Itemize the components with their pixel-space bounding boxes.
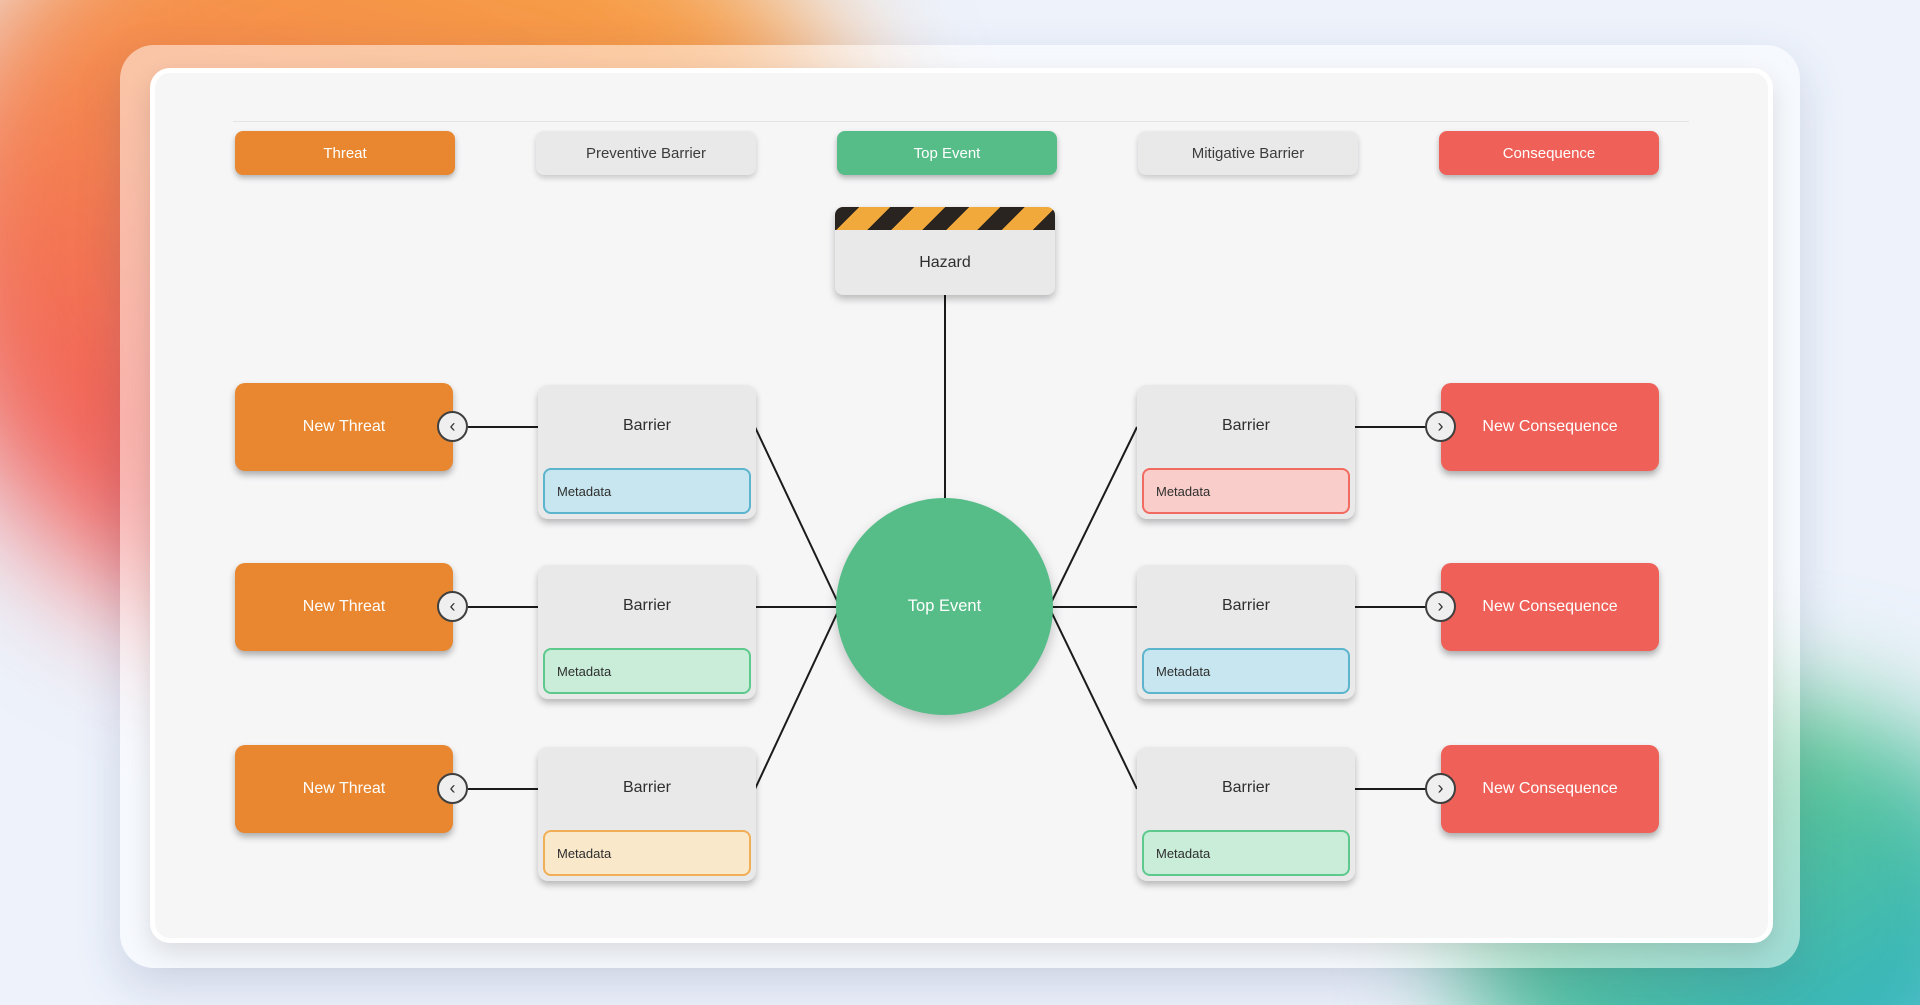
preventive-barrier-node-1[interactable]: Barrier Metadata xyxy=(538,385,756,519)
top-event-node[interactable]: Top Event xyxy=(836,498,1053,715)
consequence-node-3[interactable]: New Consequence xyxy=(1441,745,1659,833)
barrier-metadata[interactable]: Metadata xyxy=(1142,468,1350,514)
consequence-3-collapse-chevron[interactable]: › xyxy=(1425,773,1456,804)
barrier-metadata[interactable]: Metadata xyxy=(1142,830,1350,876)
legend-consequence-button[interactable]: Consequence xyxy=(1439,131,1659,175)
barrier-title: Barrier xyxy=(622,779,671,796)
legend-threat-button[interactable]: Threat xyxy=(235,131,455,175)
consequence-1-collapse-chevron[interactable]: › xyxy=(1425,411,1456,442)
threat-2-collapse-chevron[interactable]: ‹ xyxy=(437,591,468,622)
threat-node-3[interactable]: New Threat xyxy=(235,745,453,833)
preventive-barrier-node-3[interactable]: Barrier Metadata xyxy=(538,747,756,881)
hazard-stripe-icon xyxy=(835,207,1055,230)
threat-node-2[interactable]: New Threat xyxy=(235,563,453,651)
consequence-node-2[interactable]: New Consequence xyxy=(1441,563,1659,651)
barrier-title: Barrier xyxy=(1221,417,1270,434)
threat-node-1[interactable]: New Threat xyxy=(235,383,453,471)
barrier-metadata[interactable]: Metadata xyxy=(543,830,751,876)
barrier-title: Barrier xyxy=(622,597,671,614)
preventive-barrier-node-2[interactable]: Barrier Metadata xyxy=(538,565,756,699)
barrier-metadata[interactable]: Metadata xyxy=(1142,648,1350,694)
barrier-title: Barrier xyxy=(622,417,671,434)
threat-3-collapse-chevron[interactable]: ‹ xyxy=(437,773,468,804)
barrier-title: Barrier xyxy=(1221,597,1270,614)
barrier-metadata[interactable]: Metadata xyxy=(543,648,751,694)
legend-mitigative-barrier-button[interactable]: Mitigative Barrier xyxy=(1138,131,1358,175)
consequence-2-collapse-chevron[interactable]: › xyxy=(1425,591,1456,622)
mitigative-barrier-node-2[interactable]: Barrier Metadata xyxy=(1137,565,1355,699)
hazard-label: Hazard xyxy=(919,253,971,271)
mitigative-barrier-node-3[interactable]: Barrier Metadata xyxy=(1137,747,1355,881)
barrier-title: Barrier xyxy=(1221,779,1270,796)
hazard-node[interactable]: Hazard xyxy=(835,207,1055,295)
legend-top-event-button[interactable]: Top Event xyxy=(837,131,1057,175)
barrier-metadata[interactable]: Metadata xyxy=(543,468,751,514)
consequence-node-1[interactable]: New Consequence xyxy=(1441,383,1659,471)
legend-preventive-barrier-button[interactable]: Preventive Barrier xyxy=(536,131,756,175)
canvas-top-divider xyxy=(233,121,1689,122)
threat-1-collapse-chevron[interactable]: ‹ xyxy=(437,411,468,442)
mitigative-barrier-node-1[interactable]: Barrier Metadata xyxy=(1137,385,1355,519)
